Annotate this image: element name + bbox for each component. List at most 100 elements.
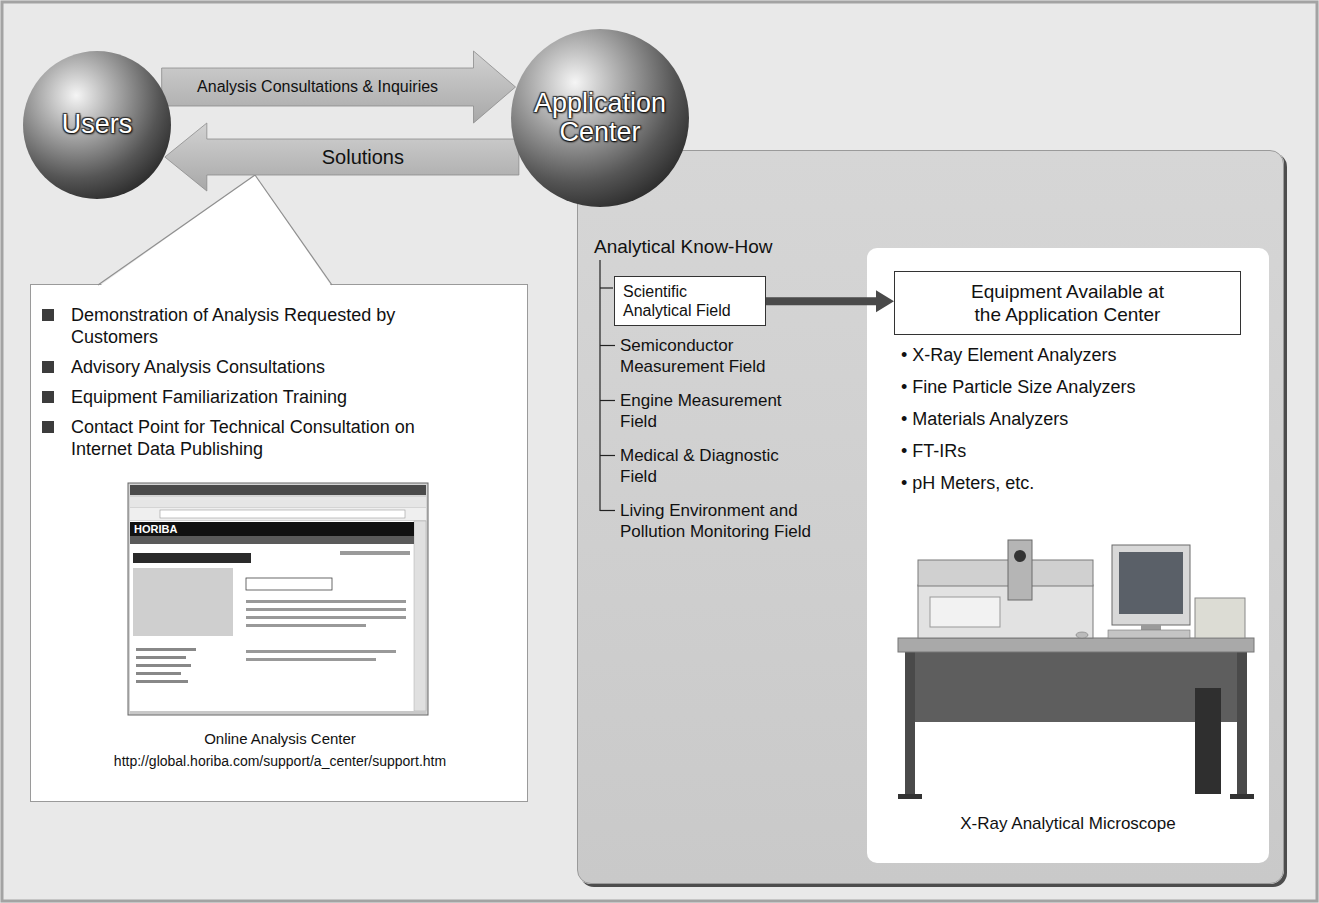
text-line bbox=[136, 664, 191, 667]
tree-tick bbox=[600, 400, 615, 401]
site-nav-bar bbox=[130, 536, 414, 544]
address-bar bbox=[160, 510, 405, 518]
status-bar bbox=[130, 711, 426, 714]
text-group: X-Ray Analytical Microscope bbox=[867, 814, 1269, 834]
text-line bbox=[340, 551, 410, 555]
bullet-square bbox=[42, 361, 54, 373]
window-frame bbox=[128, 483, 428, 715]
desk-top bbox=[898, 638, 1254, 652]
tool-bar bbox=[130, 508, 426, 520]
equipment-panel: Equipment Available at the Application C… bbox=[867, 248, 1269, 863]
desk-foot bbox=[1230, 794, 1254, 799]
bullet-square bbox=[42, 391, 54, 403]
node-text: Application Center bbox=[522, 89, 678, 147]
text-row: Contact Point for Technical Consultation… bbox=[42, 416, 502, 460]
sample-door bbox=[930, 597, 1000, 627]
bullet-square bbox=[42, 309, 54, 321]
text-line bbox=[246, 616, 406, 619]
bullet-square bbox=[42, 421, 54, 433]
node-text: Scientific Analytical Field bbox=[623, 282, 757, 320]
tree-line bbox=[599, 260, 600, 511]
text-row: Advisory Analysis Consultations bbox=[42, 356, 502, 378]
computer-box bbox=[1195, 598, 1245, 638]
text-row: Equipment Familiarization Training bbox=[42, 386, 502, 408]
desk-leg bbox=[905, 652, 915, 798]
logo-text: HORIBA bbox=[134, 523, 214, 536]
text-line bbox=[136, 648, 196, 651]
sphere-circle bbox=[511, 29, 689, 207]
node-text: Demonstration of Analysis Requested by C… bbox=[71, 304, 471, 348]
node-text: Analytical Know-How bbox=[594, 235, 772, 258]
node-text: • FT-IRs bbox=[901, 440, 966, 462]
text-row: X-Ray Analytical Microscope bbox=[867, 814, 1269, 834]
node-text: • Fine Particle Size Analyzers bbox=[901, 376, 1135, 398]
text-line bbox=[136, 680, 188, 683]
service-callout: Demonstration of Analysis Requested by C… bbox=[30, 284, 528, 802]
title-bar bbox=[130, 485, 426, 495]
page-heading-mark bbox=[133, 553, 251, 563]
pc-tower bbox=[1195, 688, 1221, 794]
text-line bbox=[246, 600, 406, 603]
desk-panel bbox=[915, 652, 1237, 722]
page-button bbox=[246, 578, 332, 590]
node-text: • pH Meters, etc. bbox=[901, 472, 1034, 494]
text-group: Analytical Know-How bbox=[594, 235, 894, 258]
tree-tick bbox=[600, 455, 615, 456]
text-row: Application Center bbox=[522, 89, 678, 147]
text-group: Users bbox=[22, 50, 172, 200]
callout-wedge-edge bbox=[255, 175, 332, 285]
text-row: Analytical Know-How bbox=[594, 235, 894, 258]
text-row: Scientific Analytical Field bbox=[623, 282, 757, 320]
node-text: X-Ray Analytical Microscope bbox=[960, 814, 1175, 834]
browser-screenshot bbox=[128, 483, 428, 715]
callout-wedge bbox=[98, 175, 332, 287]
monitor-screen bbox=[1119, 552, 1183, 614]
text-line bbox=[246, 658, 376, 661]
text-row: • pH Meters, etc. bbox=[901, 472, 1261, 494]
field-label: Medical & Diagnostic Field bbox=[620, 445, 805, 487]
node-text: • Materials Analyzers bbox=[901, 408, 1068, 430]
node-text: Online Analysis Center bbox=[204, 730, 356, 747]
tree-tick bbox=[600, 287, 613, 288]
text-group: • X-Ray Element Analyzers • Fine Particle… bbox=[901, 344, 1261, 504]
text-row: • X-Ray Element Analyzers bbox=[901, 344, 1261, 366]
text-row: Online Analysis Center bbox=[31, 730, 529, 747]
text-line bbox=[136, 672, 181, 675]
field-box: Scientific Analytical Field bbox=[614, 276, 766, 326]
text-row: Users bbox=[62, 110, 133, 139]
scroll-bar bbox=[414, 521, 426, 711]
desk-leg bbox=[1237, 652, 1247, 798]
page-content bbox=[130, 521, 414, 711]
text-group: Application Center bbox=[510, 28, 690, 208]
monitor-stand bbox=[1141, 625, 1161, 635]
instrument-top bbox=[918, 560, 1093, 586]
text-group: Equipment Available at the Application C… bbox=[895, 272, 1240, 334]
node-text: Equipment Familiarization Training bbox=[71, 386, 471, 408]
microscope-photo bbox=[898, 540, 1254, 799]
text-row: Equipment Available at the Application C… bbox=[905, 280, 1230, 326]
text-group: Demonstration of Analysis Requested by C… bbox=[42, 304, 502, 468]
field-label: Living Environment and Pollution Monitor… bbox=[620, 500, 845, 542]
text-group: Online Analysis Center http://global.hori… bbox=[31, 730, 529, 775]
text-row: http://global.horiba.com/support/a_cente… bbox=[31, 753, 529, 769]
text-row: • FT-IRs bbox=[901, 440, 1261, 462]
text-line bbox=[246, 650, 396, 653]
monitor bbox=[1112, 545, 1190, 625]
mouse bbox=[1076, 632, 1088, 638]
request-arrow bbox=[162, 51, 516, 123]
desk-foot bbox=[898, 794, 922, 799]
text-group: Scientific Analytical Field bbox=[615, 277, 765, 325]
node-text: Equipment Available at the Application C… bbox=[960, 280, 1175, 326]
node-text: Advisory Analysis Consultations bbox=[71, 356, 471, 378]
solution-arrow bbox=[165, 123, 519, 191]
node-text: Users bbox=[62, 110, 133, 139]
page-image bbox=[133, 568, 233, 636]
node-text: • X-Ray Element Analyzers bbox=[901, 344, 1116, 366]
equipment-heading-box: Equipment Available at the Application C… bbox=[894, 271, 1241, 335]
arrow-label: Solutions bbox=[319, 146, 407, 169]
field-label: Engine Measurement Field bbox=[620, 390, 805, 432]
text-row: Demonstration of Analysis Requested by C… bbox=[42, 304, 502, 348]
field-label: Semiconductor Measurement Field bbox=[620, 335, 805, 377]
optics-knob bbox=[1014, 550, 1026, 562]
